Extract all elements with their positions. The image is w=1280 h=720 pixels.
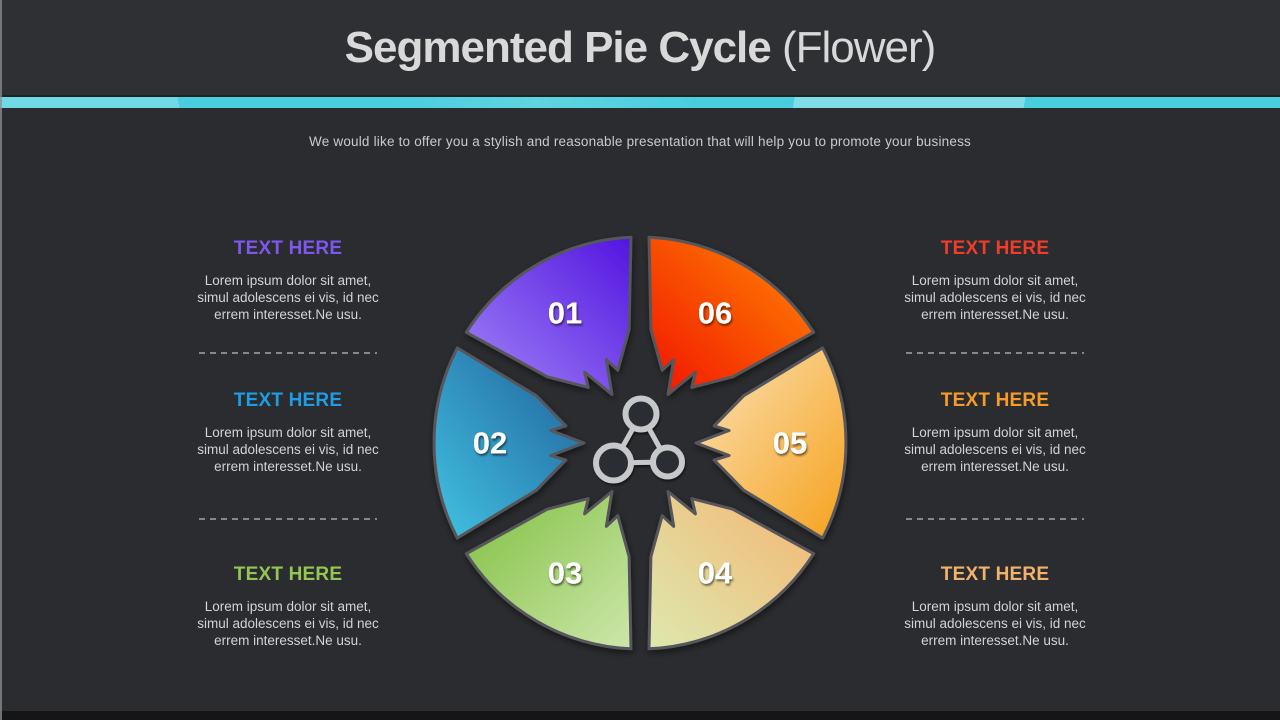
molecule-icon: [593, 395, 685, 484]
pie-segment-02[interactable]: [432, 346, 586, 540]
text-here-heading: TEXT HERE: [233, 564, 343, 585]
text-block-left-1[interactable]: TEXT HERE Lorem ipsum dolor sit amet, si…: [193, 238, 383, 323]
pie-segment-03[interactable]: [464, 490, 633, 651]
text-block-left-2[interactable]: TEXT HERE Lorem ipsum dolor sit amet, si…: [193, 390, 383, 475]
placeholder-body-text: Lorem ipsum dolor sit amet, simul adoles…: [197, 425, 379, 474]
segment-number-05: 05: [773, 426, 807, 461]
segment-number-04: 04: [698, 555, 733, 590]
pie-segment-04[interactable]: [647, 490, 816, 651]
text-block-left-3[interactable]: TEXT HERE Lorem ipsum dolor sit amet, si…: [193, 564, 383, 649]
text-block-right-3[interactable]: TEXT HERE Lorem ipsum dolor sit amet, si…: [900, 564, 1090, 649]
placeholder-body-text: Lorem ipsum dolor sit amet, simul adoles…: [904, 273, 1086, 322]
segment-number-03: 03: [548, 555, 582, 590]
text-block-right-2[interactable]: TEXT HERE Lorem ipsum dolor sit amet, si…: [900, 390, 1090, 475]
placeholder-body-text: Lorem ipsum dolor sit amet, simul adoles…: [904, 425, 1086, 474]
pie-segment-01[interactable]: [464, 235, 633, 396]
text-here-heading: TEXT HERE: [233, 390, 343, 411]
dashed-divider: [199, 352, 377, 354]
placeholder-body-text: Lorem ipsum dolor sit amet, simul adoles…: [197, 599, 379, 648]
placeholder-body-text: Lorem ipsum dolor sit amet, simul adoles…: [904, 599, 1086, 648]
segment-number-06: 06: [698, 296, 732, 331]
dashed-divider: [199, 518, 377, 520]
page-title: Segmented Pie Cycle (Flower): [344, 22, 937, 73]
pie-segment-05[interactable]: [694, 346, 848, 540]
title-suffix: (Flower): [770, 22, 936, 72]
dashed-divider: [906, 352, 1084, 354]
text-here-heading: TEXT HERE: [940, 390, 1050, 411]
text-block-right-1[interactable]: TEXT HERE Lorem ipsum dolor sit amet, si…: [900, 238, 1090, 323]
slide-header: Segmented Pie Cycle (Flower): [0, 0, 1280, 97]
segment-number-01: 01: [548, 296, 582, 331]
title-main: Segmented Pie Cycle: [344, 22, 772, 72]
window-edge-line: [0, 0, 2, 720]
pie-segment-06[interactable]: [647, 235, 816, 396]
dashed-divider: [906, 518, 1084, 520]
text-here-heading: TEXT HERE: [233, 238, 343, 259]
segment-number-02: 02: [473, 426, 507, 461]
accent-stripe: [0, 97, 1280, 108]
slide-subtitle: We would like to offer you a stylish and…: [309, 134, 971, 149]
placeholder-body-text: Lorem ipsum dolor sit amet, simul adoles…: [197, 273, 379, 322]
text-here-heading: TEXT HERE: [940, 238, 1050, 259]
bottom-black-bar: [0, 711, 1280, 720]
text-here-heading: TEXT HERE: [940, 564, 1050, 585]
